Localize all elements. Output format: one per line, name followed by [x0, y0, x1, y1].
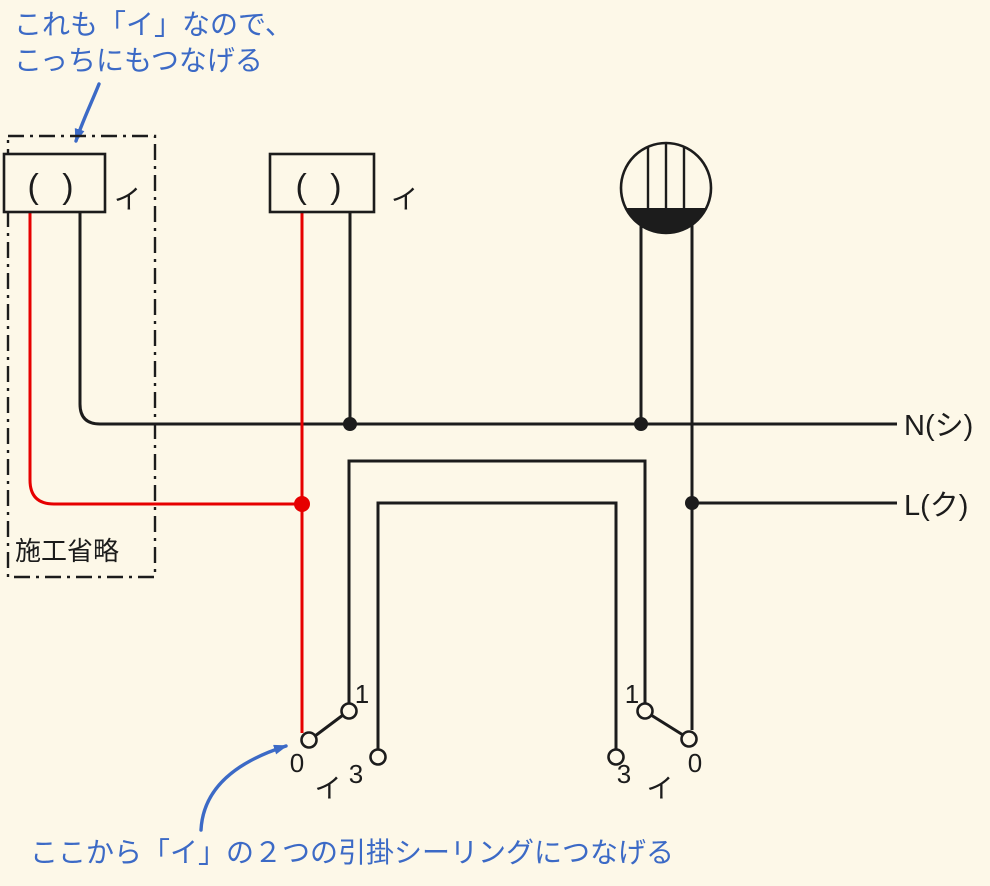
- three-way-switch-left: 1 0 3 イ: [290, 679, 387, 804]
- junction-dot-red: [294, 496, 310, 512]
- junction-dot-line: [685, 496, 699, 510]
- annotation-top-line1: これも「イ」なので、: [14, 9, 293, 40]
- switch-left-lever: [313, 713, 345, 738]
- receptacle1-body: [2, 152, 107, 214]
- switch-right-label-1: 1: [625, 679, 639, 709]
- receptacle1-symbol: ( ): [27, 168, 80, 206]
- line-label: L(ク): [904, 490, 968, 522]
- annotation-bottom-arrow: [199, 744, 288, 832]
- wires: [28, 212, 897, 750]
- annotation-top: これも「イ」なので、 こっちにもつなげる: [14, 9, 293, 143]
- switch-left-terminal-1: [340, 702, 358, 720]
- hook-ceiling-receptacle-1: ( ) イ: [2, 152, 141, 215]
- switch-right-terminal-3: [607, 748, 625, 766]
- hook-ceiling-receptacle-2: ( ) イ: [268, 152, 418, 215]
- switch-left-terminal-3: [369, 748, 387, 766]
- construction-omitted-box: [6, 134, 157, 579]
- junction-dot-neutral-1: [343, 417, 357, 431]
- receptacle2-circuit-label: イ: [391, 185, 418, 215]
- construction-omitted-label: 施工省略: [15, 536, 119, 566]
- annotation-top-line2: こっちにもつなげる: [14, 45, 263, 76]
- junction-dot-neutral-2: [634, 417, 648, 431]
- traveler-wire-3: [376, 501, 618, 750]
- switch-left-terminal-0: [300, 731, 318, 749]
- traveler-wire-1: [347, 459, 647, 704]
- switch-left-circuit-label: イ: [315, 774, 342, 804]
- switch-right-circuit-label: イ: [647, 774, 674, 804]
- three-way-switch-right: 1 0 3 イ: [607, 679, 702, 804]
- switch-left-label-3: 3: [349, 759, 363, 789]
- switch-right-terminal-1: [636, 702, 654, 720]
- annotation-top-arrow: [74, 82, 101, 143]
- receptacle2-body: [268, 152, 376, 214]
- lamp-contact: [625, 208, 707, 233]
- receptacle1-circuit-label: イ: [114, 185, 141, 215]
- receptacle2-symbol: ( ): [295, 168, 348, 206]
- annotation-bottom-group: ここから「イ」の２つの引掛シーリングにつなげる: [30, 744, 674, 868]
- switch-right-label-3: 3: [617, 759, 631, 789]
- switch-right-terminal-0: [680, 730, 698, 748]
- annotation-bottom: ここから「イ」の２つの引掛シーリングにつなげる: [30, 837, 674, 868]
- switch-left-label-0: 0: [290, 748, 304, 778]
- neutral-wire: [78, 212, 897, 426]
- switch-left-label-1: 1: [355, 679, 369, 709]
- neutral-label: N(シ): [904, 410, 973, 442]
- red-wire-branch: [28, 212, 302, 506]
- lamp-thread-lines: [646, 143, 686, 208]
- switch-right-lever: [649, 713, 685, 737]
- switch-right-label-0: 0: [688, 748, 702, 778]
- lamp-receptacle: [619, 141, 713, 235]
